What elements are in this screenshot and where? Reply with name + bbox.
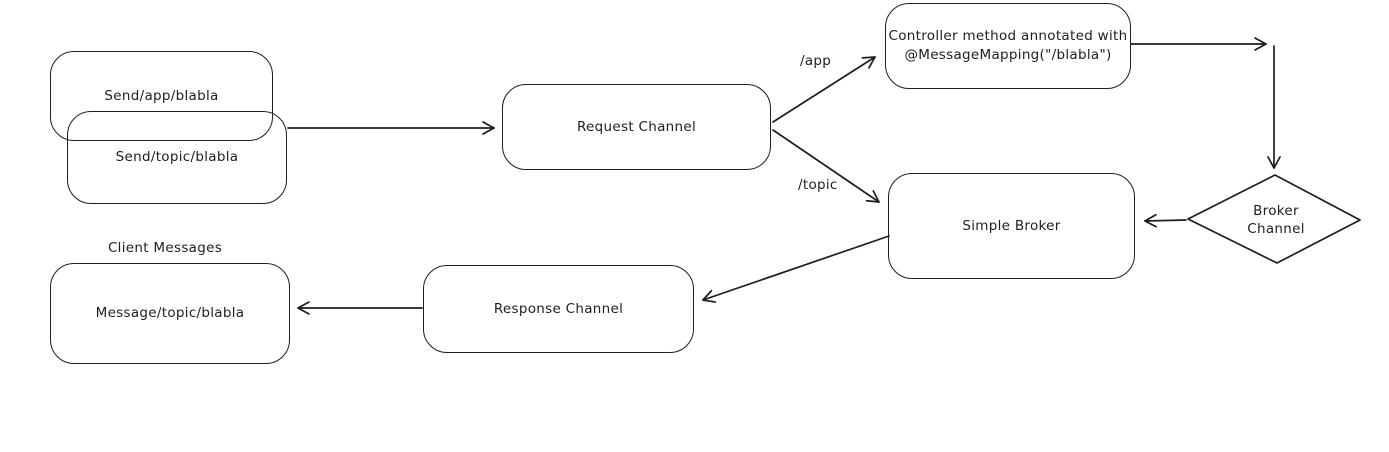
node-send-app: Send/app/blabla bbox=[50, 51, 273, 141]
node-simple-broker: Simple Broker bbox=[888, 173, 1135, 279]
node-send-topic-label: Send/topic/blabla bbox=[115, 149, 239, 165]
edge-label-app: /app bbox=[800, 53, 832, 69]
broker-channel-diamond bbox=[1187, 174, 1361, 264]
edge-label-topic: /topic bbox=[798, 177, 838, 193]
node-send-topic: Send/topic/blabla bbox=[67, 111, 287, 204]
client-messages-label: Client Messages bbox=[107, 240, 223, 256]
node-message-topic-label: Message/topic/blabla bbox=[95, 305, 245, 321]
arrow-request-channel-to-simple-broker bbox=[772, 129, 880, 203]
node-simple-broker-label: Simple Broker bbox=[962, 217, 1061, 234]
node-controller-label-line2: @MessageMapping("/blabla") bbox=[904, 47, 1112, 63]
node-response-channel: Response Channel bbox=[423, 265, 694, 353]
node-request-channel-label: Request Channel bbox=[576, 118, 697, 135]
broker-channel-label-line2: Channel bbox=[1247, 221, 1305, 237]
node-request-channel: Request Channel bbox=[502, 84, 771, 170]
arrow-broker-channel-to-simple-broker bbox=[1144, 213, 1187, 228]
node-send-app-label: Send/app/blabla bbox=[104, 87, 219, 104]
node-message-topic: Message/topic/blabla bbox=[50, 263, 290, 364]
node-response-channel-label: Response Channel bbox=[493, 300, 624, 317]
node-controller-label-line1: Controller method annotated with bbox=[888, 28, 1128, 44]
arrow-simple-broker-to-response-channel bbox=[702, 235, 890, 303]
arrow-request-channel-to-controller bbox=[772, 56, 876, 123]
node-broker-channel-label: Broker Channel bbox=[1216, 202, 1336, 238]
node-controller: Controller method annotated with @Messag… bbox=[885, 3, 1131, 89]
broker-channel-label-line1: Broker bbox=[1253, 203, 1299, 219]
